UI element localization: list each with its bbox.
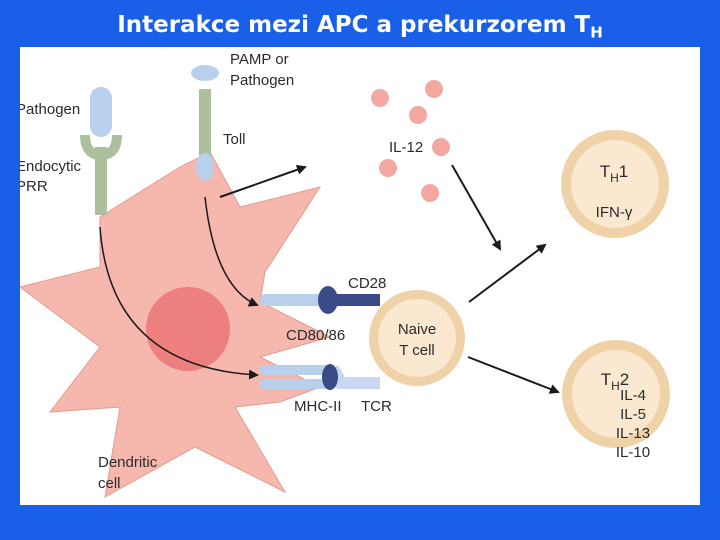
label-th2-sub: H	[611, 379, 620, 393]
label-naive-line2: T cell	[399, 342, 435, 359]
endocytic-prr-cup	[80, 134, 122, 161]
tcr-receptor	[329, 365, 380, 389]
label-dendritic-line1: Dendritic	[98, 454, 158, 471]
label-pamp-line1: PAMP or	[230, 51, 289, 68]
mhc-ii-receptor-bottom	[260, 379, 332, 389]
slide-title-text: Interakce mezi APC a prekurzorem T	[117, 12, 591, 38]
label-cd28: CD28	[348, 275, 386, 292]
cd28-receptor-head	[318, 286, 338, 314]
arrow-toll-to-cd80	[204, 196, 259, 307]
cytokine-dot	[371, 89, 389, 107]
cytokine-dot	[432, 138, 450, 156]
label-pathogen: Pathogen	[20, 101, 80, 118]
endocytic-prr-stalk	[95, 147, 107, 215]
label-th1-num: 1	[619, 162, 628, 181]
label-th2-c4: IL-10	[616, 444, 650, 461]
th2-cell-inner	[572, 350, 660, 438]
cytokine-dot	[421, 184, 439, 202]
naive-t-cell-inner	[378, 299, 456, 377]
label-th2: TH2	[601, 370, 630, 393]
arrow-tcell-to-th1	[468, 243, 547, 303]
slide-title: Interakce mezi APC a prekurzorem TH	[0, 12, 720, 42]
tcr-receptor-head	[322, 364, 338, 390]
slide-title-subscript: H	[590, 23, 603, 42]
arrow-prr-to-mhc	[99, 226, 259, 380]
label-th1-main: T	[600, 162, 610, 181]
pamp-shape	[191, 65, 219, 81]
cytokine-dot	[379, 159, 397, 177]
toll-receptor-stalk	[199, 89, 211, 167]
label-cd80-86: CD80/86	[286, 327, 345, 344]
pathogen-shape	[90, 87, 112, 137]
label-th1: TH1	[600, 162, 629, 185]
th1-cell-inner	[571, 140, 659, 228]
arrow-toll-to-signal	[219, 164, 307, 198]
label-mhc-ii: MHC-II	[294, 398, 342, 415]
label-dendritic-line2: cell	[98, 475, 121, 492]
dendritic-cell-nucleus	[146, 287, 230, 371]
label-endocytic-line2: PRR	[20, 178, 48, 195]
cd28-receptor	[326, 294, 380, 306]
label-pamp-line2: Pathogen	[230, 72, 294, 89]
label-naive-line1: Naive	[398, 321, 436, 338]
toll-receptor-base	[196, 153, 214, 181]
cytokine-dot	[425, 80, 443, 98]
arrow-il12-down	[451, 164, 501, 251]
label-toll: Toll	[223, 131, 246, 148]
cytokine-dot	[409, 106, 427, 124]
cd80-86-receptor	[260, 294, 330, 306]
immunology-diagram: Pathogen PAMP or Pathogen Toll Endocytic…	[20, 47, 700, 505]
label-th1-sub: H	[610, 171, 619, 185]
label-th2-c1: IL-4	[620, 387, 646, 404]
label-th2-c3: IL-13	[616, 425, 650, 442]
label-th2-main: T	[601, 370, 611, 389]
label-th2-c2: IL-5	[620, 406, 646, 423]
label-th2-num: 2	[620, 370, 629, 389]
label-endocytic-line1: Endocytic	[20, 158, 82, 175]
arrow-tcell-to-th2	[467, 356, 560, 394]
label-tcr: TCR	[361, 398, 392, 415]
mhc-ii-receptor-top	[260, 365, 332, 375]
label-th1-cytokine: IFN-γ	[596, 204, 633, 221]
label-il12: IL-12	[389, 139, 423, 156]
